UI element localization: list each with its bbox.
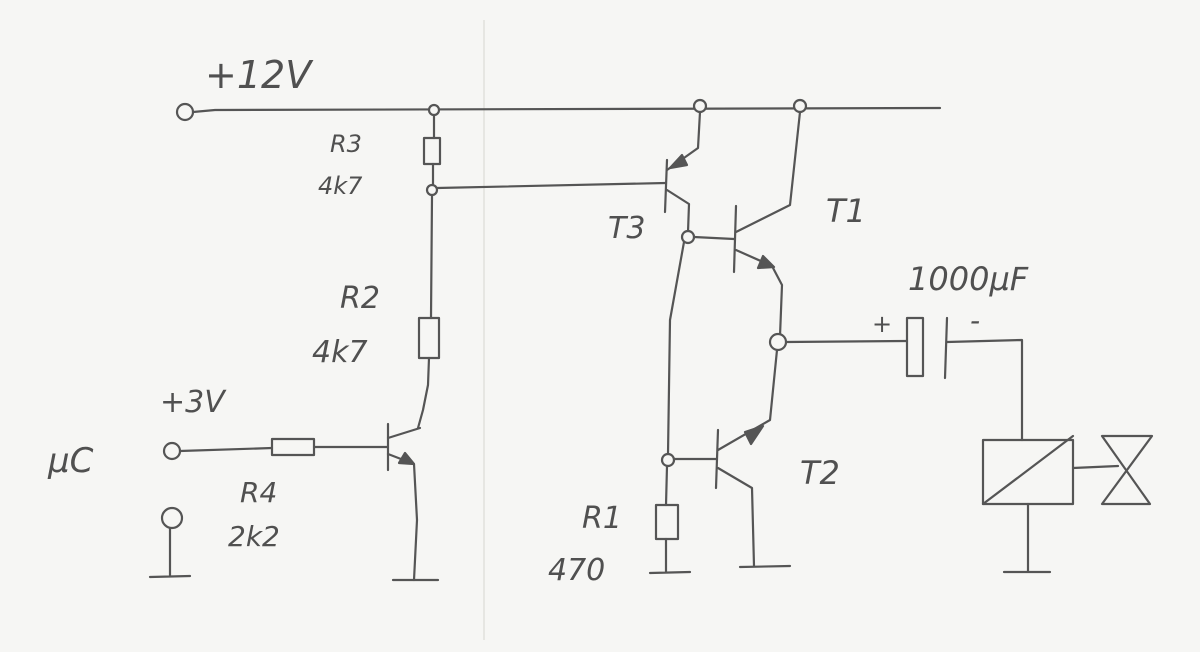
- r1-value-label: 470: [548, 553, 605, 588]
- relay-slash: [981, 434, 1075, 506]
- supply-rail: [175, 98, 942, 122]
- cap-plate-positive: [905, 316, 925, 378]
- r3-body: [422, 136, 442, 166]
- t3-emitter-arrow: [668, 153, 689, 170]
- t2-transistor: [714, 348, 792, 569]
- t2-emitter: [716, 348, 779, 452]
- driver-emitter: [386, 452, 419, 582]
- cap-wire-left: [784, 339, 909, 344]
- r2-resistor: [416, 316, 441, 430]
- ground-symbol-left: [148, 506, 192, 579]
- t1-emitter-arrow: [756, 254, 776, 270]
- r4-body: [270, 437, 316, 457]
- t1-label: T1: [826, 192, 866, 230]
- r2-value-label: 4k7: [312, 335, 368, 370]
- t1-base-bar: [732, 204, 738, 274]
- t3-label: T3: [608, 211, 645, 246]
- output-node: [768, 332, 788, 352]
- r1-body: [654, 503, 680, 541]
- supply-terminal: [175, 102, 195, 122]
- t2-emitter-arrow: [743, 424, 765, 446]
- capacitor: [905, 316, 1024, 442]
- r2-upper-wire: [429, 194, 434, 320]
- cap-value-label: 1000µF: [908, 260, 1029, 298]
- t3-collector: [665, 188, 691, 234]
- mc-input: [162, 437, 389, 461]
- cap-plus-label: +: [872, 310, 892, 338]
- rail-node-t1: [792, 98, 808, 114]
- t2-ground: [738, 564, 792, 569]
- r2-body: [417, 316, 441, 360]
- t1-collector: [734, 110, 802, 234]
- t1-base-wire: [692, 235, 736, 241]
- t2-collector: [716, 466, 756, 568]
- mc-input-terminal: [162, 441, 182, 461]
- rail-node-r3: [427, 103, 441, 117]
- driver-collector: [386, 426, 422, 440]
- supply-wire: [191, 106, 942, 114]
- r3-base-node: [425, 183, 439, 197]
- mc-label: µC: [47, 441, 94, 481]
- cap-minus-label: -: [970, 304, 980, 337]
- logic-supply-label: +3V: [160, 385, 227, 420]
- relay-valve-link: [1071, 464, 1120, 470]
- t3-transistor: [663, 110, 702, 234]
- cap-wire-right: [945, 338, 1024, 442]
- r3-value-label: 4k7: [318, 172, 363, 200]
- cap-plate-negative: [943, 316, 949, 380]
- r4-name-label: R4: [240, 476, 277, 509]
- rail-node-t3: [692, 98, 708, 114]
- t2-base-wire: [666, 240, 686, 456]
- relay-ground: [1002, 502, 1052, 574]
- r3-resistor: [422, 114, 442, 188]
- relay: [981, 434, 1120, 574]
- t2-base-node: [660, 452, 676, 468]
- t3-base-bar: [663, 158, 669, 214]
- r4-value-label: 2k2: [228, 520, 280, 553]
- valve-icon: [1100, 434, 1154, 506]
- driver-emitter-arrow: [397, 451, 416, 466]
- t1-transistor: [732, 110, 802, 338]
- r3-name-label: R3: [330, 130, 362, 158]
- t1-emitter: [734, 248, 784, 338]
- t3-base-wire: [435, 181, 668, 190]
- driver-transistor: [386, 422, 440, 582]
- t2-label: T2: [800, 454, 840, 492]
- r2-name-label: R2: [340, 281, 380, 316]
- supply-label: +12V: [205, 53, 314, 97]
- r1-resistor: [648, 464, 692, 575]
- r1-name-label: R1: [582, 501, 622, 536]
